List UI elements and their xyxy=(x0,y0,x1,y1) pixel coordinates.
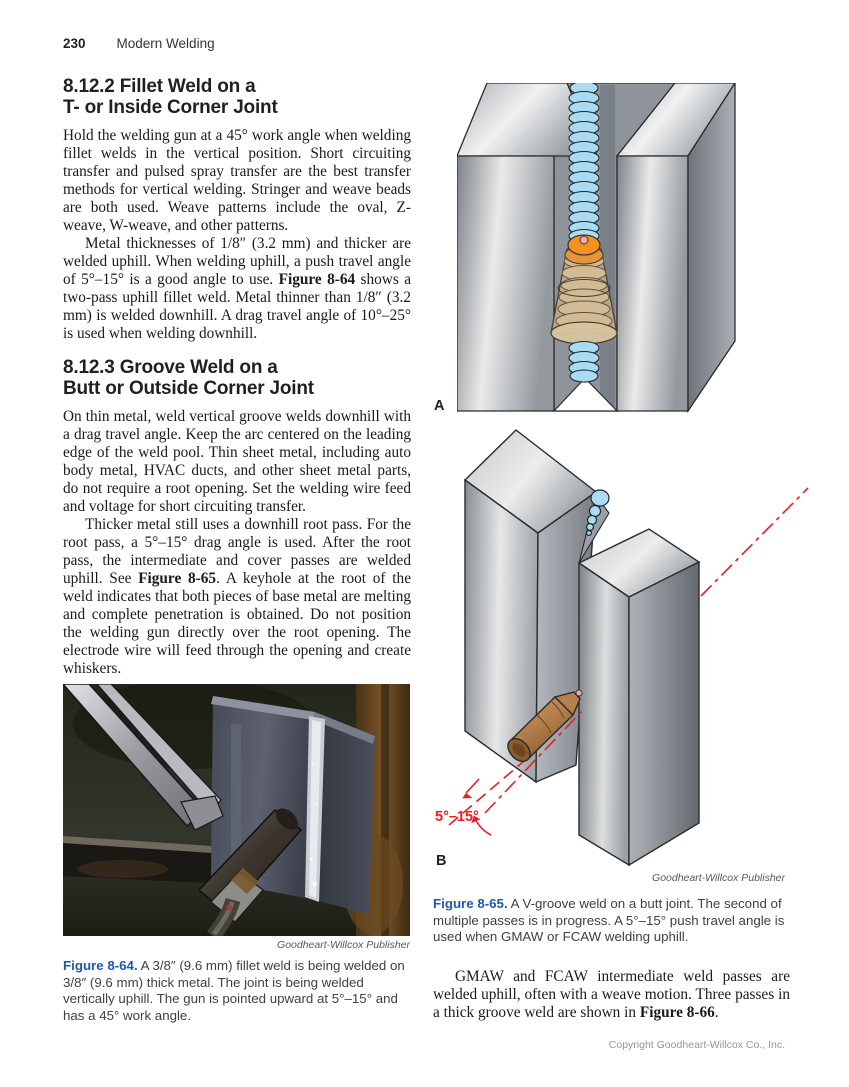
book-title: Modern Welding xyxy=(116,36,215,51)
figure-8-64-label: Figure 8-64. xyxy=(63,958,138,973)
panel-a-label: A xyxy=(434,398,445,414)
running-head: 230 Modern Welding xyxy=(63,36,215,51)
figure-8-64-photo xyxy=(63,684,410,936)
left-column: 8.12.2 Fillet Weld on a T- or Inside Cor… xyxy=(63,76,411,678)
figure-8-65-panel-b: 5°–15° xyxy=(433,425,828,880)
angle-label: 5°–15° xyxy=(435,809,479,825)
heading-line: T- or Inside Corner Joint xyxy=(63,97,278,118)
angle-arrowhead xyxy=(462,793,473,799)
paragraph: Hold the welding gun at a 45° work angle… xyxy=(63,127,411,234)
photo-credit: Goodheart-Willcox Publisher xyxy=(277,939,410,951)
heading-line: 8.12.3 Groove Weld on a xyxy=(63,357,278,378)
figure-8-64-caption: Figure 8-64. A 3/8″ (9.6 mm) fillet weld… xyxy=(63,958,410,1024)
figure-8-65-label: Figure 8-65. xyxy=(433,896,508,911)
weld-bead xyxy=(568,80,600,244)
angle-arrowhead xyxy=(471,816,481,824)
paragraph: On thin metal, weld vertical groove weld… xyxy=(63,408,411,515)
panel-b-label: B xyxy=(436,853,447,869)
figure-8-65-panel-a xyxy=(456,80,737,420)
copyright-notice: Copyright Goodheart-Willcox Co., Inc. xyxy=(608,1039,785,1051)
heading-line: 8.12.2 Fillet Weld on a xyxy=(63,76,256,97)
section-heading-8-12-2: 8.12.2 Fillet Weld on a T- or Inside Cor… xyxy=(63,76,411,118)
gmaw-nozzle xyxy=(550,234,618,345)
weld-bead xyxy=(568,340,600,383)
v-groove-diagram-a xyxy=(456,80,737,414)
travel-angle-annotation xyxy=(448,487,809,836)
paragraph: Thicker metal still uses a downhill root… xyxy=(63,516,411,677)
weld-pool xyxy=(586,489,610,536)
figure-8-65-caption: Figure 8-65. A V-groove weld on a butt j… xyxy=(433,896,795,946)
closing-paragraph: GMAW and FCAW intermediate weld passes a… xyxy=(433,968,790,1021)
page-number: 230 xyxy=(63,36,86,51)
heading-line: Butt or Outside Corner Joint xyxy=(63,378,314,399)
v-groove-diagram-b: 5°–15° xyxy=(435,429,809,867)
figure-8-65-credit: Goodheart-Willcox Publisher xyxy=(652,872,785,884)
figure-8-64: Goodheart-Willcox Publisher Figure 8-64.… xyxy=(63,684,410,1024)
section-heading-8-12-3: 8.12.3 Groove Weld on a Butt or Outside … xyxy=(63,357,411,399)
paragraph: Metal thicknesses of 1/8″ (3.2 mm) and t… xyxy=(63,235,411,342)
figure-8-65-caption-text: A V-groove weld on a butt joint. The sec… xyxy=(433,896,785,944)
gmaw-nozzle-b xyxy=(507,689,583,763)
figure-8-64-caption-text: A 3/8″ (9.6 mm) fillet weld is being wel… xyxy=(63,958,405,1023)
